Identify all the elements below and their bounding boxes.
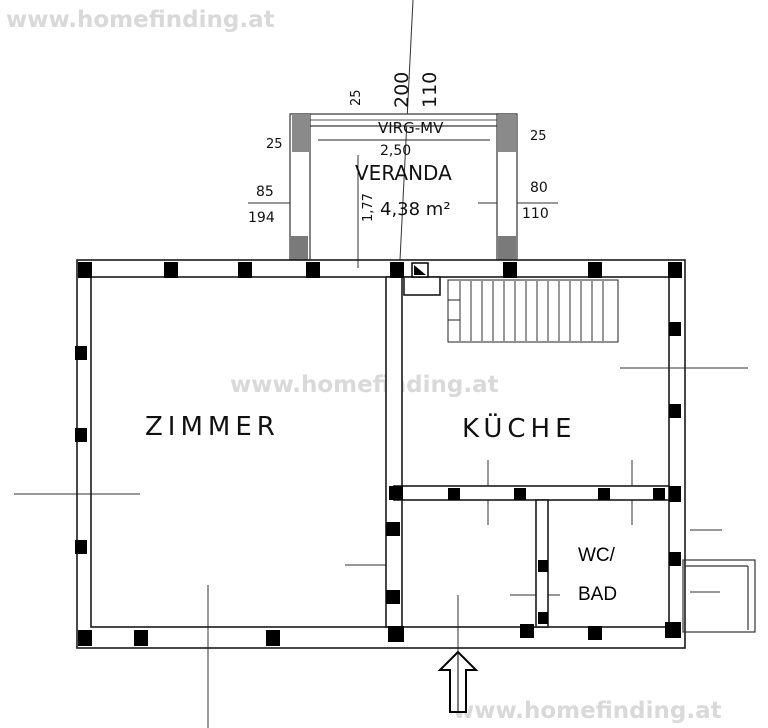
room-label-kueche: KÜCHE (462, 412, 577, 444)
room-label-wc: WC/ (578, 545, 616, 566)
pillar (665, 622, 681, 638)
pillar (164, 262, 178, 278)
veranda-walls (289, 113, 518, 261)
watermark-center: www.homefinding.at (230, 372, 499, 398)
pillar (266, 630, 280, 646)
veranda-top-note: VIRG-MV (378, 119, 444, 137)
pillar (669, 486, 681, 502)
stair-steps (459, 281, 604, 341)
dimension-25-right: 25 (530, 129, 547, 144)
pillar (75, 346, 87, 360)
pillar (78, 630, 92, 646)
dimension-25-left: 25 (266, 137, 283, 152)
pillar (588, 262, 602, 278)
pillar (78, 262, 92, 278)
pillar (134, 630, 148, 646)
door-symbol (411, 262, 429, 278)
pillar (389, 486, 403, 500)
dimension-80: 80 (530, 180, 548, 196)
pillar (448, 488, 460, 500)
staircase (447, 279, 619, 343)
pillar (653, 488, 665, 500)
dimension-194: 194 (248, 210, 275, 226)
structural-pillars (75, 262, 682, 646)
reference-lines (14, 0, 748, 728)
pillar (306, 262, 320, 278)
pillar (668, 262, 682, 278)
dimension-200: 200 (391, 72, 413, 108)
pillar (669, 322, 681, 336)
watermark-top: www.homefinding.at (6, 7, 275, 33)
pillar (390, 262, 404, 278)
entrance-arrow (437, 650, 479, 713)
pillar (669, 404, 681, 418)
interior-walls (385, 276, 670, 628)
watermark-bottom: www.homefinding.at (453, 698, 722, 724)
outdoor-step (682, 559, 756, 633)
pillar (588, 626, 602, 640)
pillar (388, 626, 404, 642)
veranda-label: VERANDA (355, 161, 452, 185)
dimension-25-top: 25 (349, 89, 364, 106)
pillar (514, 488, 526, 500)
pillar (75, 428, 87, 442)
pillar (520, 624, 534, 638)
pillar (386, 590, 400, 604)
dimension-85: 85 (256, 184, 274, 200)
dimension-110-top: 110 (419, 72, 441, 108)
dimension-177: 1,77 (361, 193, 376, 222)
room-label-bad: BAD (578, 584, 617, 605)
pillar (669, 552, 681, 566)
dimension-250: 2,50 (380, 143, 411, 159)
pillar (538, 612, 548, 624)
dimension-110-right: 110 (522, 206, 549, 222)
exterior-walls (76, 259, 686, 649)
pillar (238, 262, 252, 278)
pillar (386, 522, 400, 536)
pillar (75, 540, 87, 554)
pillar (503, 262, 517, 278)
pillar (538, 560, 548, 572)
room-label-zimmer: ZIMMER (145, 412, 280, 442)
pillar (598, 488, 610, 500)
veranda-area: 4,38 m² (380, 199, 451, 220)
